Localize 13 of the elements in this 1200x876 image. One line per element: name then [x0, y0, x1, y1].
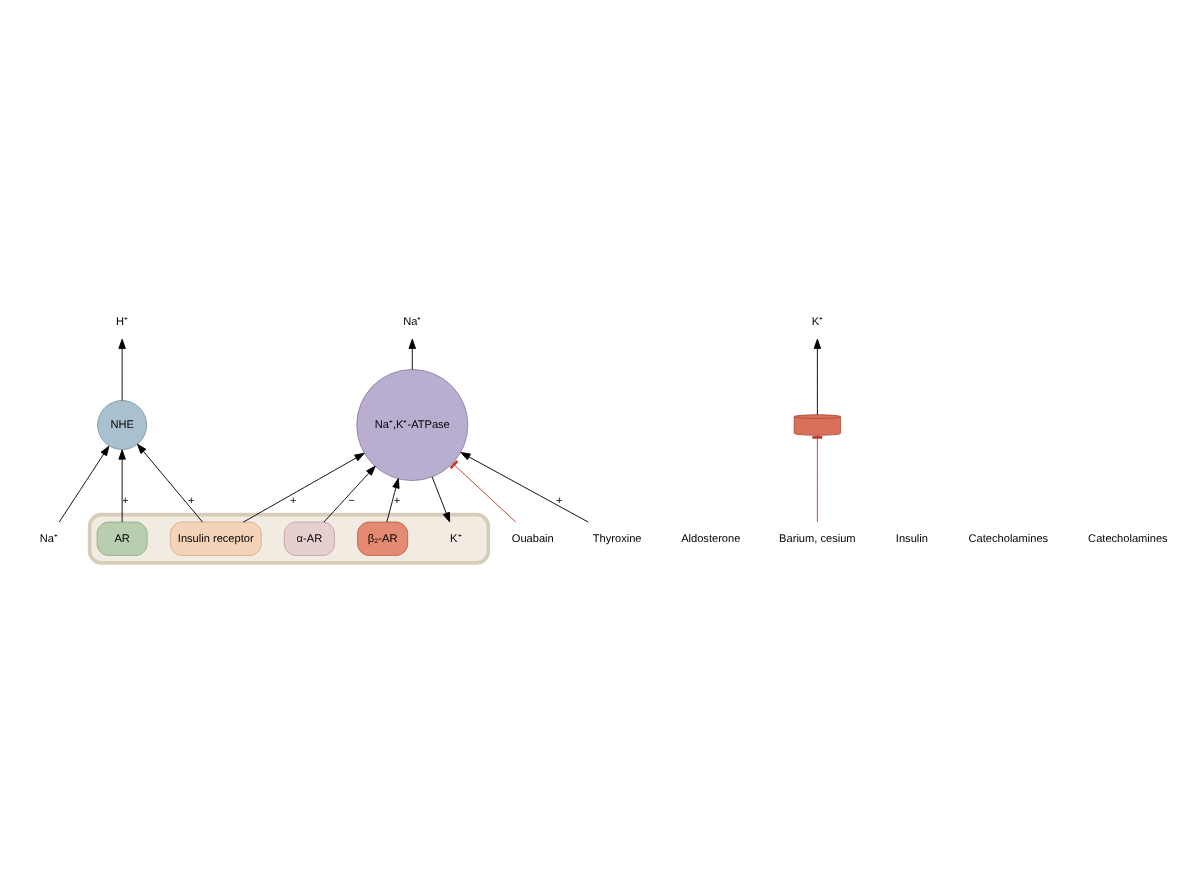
arrow	[813, 338, 822, 416]
arrow	[408, 338, 416, 371]
arrow	[323, 465, 376, 523]
arrow	[118, 338, 126, 401]
arrow	[137, 443, 203, 523]
arrow	[118, 449, 126, 523]
connector	[812, 434, 823, 523]
connector	[449, 460, 517, 523]
arrow	[58, 445, 110, 523]
arrow	[386, 478, 400, 523]
arrow	[431, 476, 451, 523]
arrow	[460, 451, 589, 523]
arrow	[243, 452, 365, 523]
